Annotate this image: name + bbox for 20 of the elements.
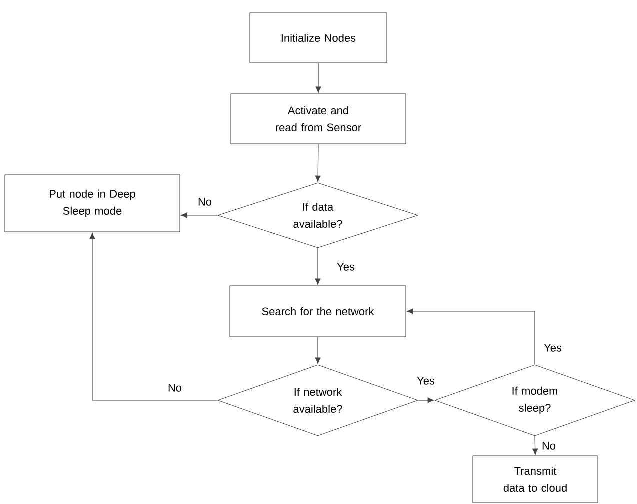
edge-label: Yes [543,343,563,353]
arrow [407,308,536,366]
edge-label: No [196,197,214,207]
process-box: Activate and read from Sensor [230,94,406,144]
process-box: Initialize Nodes [250,12,388,64]
arrow [316,62,322,94]
edge-label: Yes [336,262,356,272]
edge-label: No [166,383,184,393]
arrow [181,212,218,218]
process-box: Search for the network [230,286,406,338]
edge-label: No [540,441,558,451]
arrow [532,436,538,456]
arrow [418,398,434,404]
arrow [315,248,321,286]
process-box: Transmit data to cloud [472,456,598,504]
arrow [90,233,218,401]
process-box: Put node in Deep Sleep mode [4,174,180,232]
arrow [315,144,321,182]
edge-label: Yes [416,376,436,386]
arrow [315,336,321,364]
